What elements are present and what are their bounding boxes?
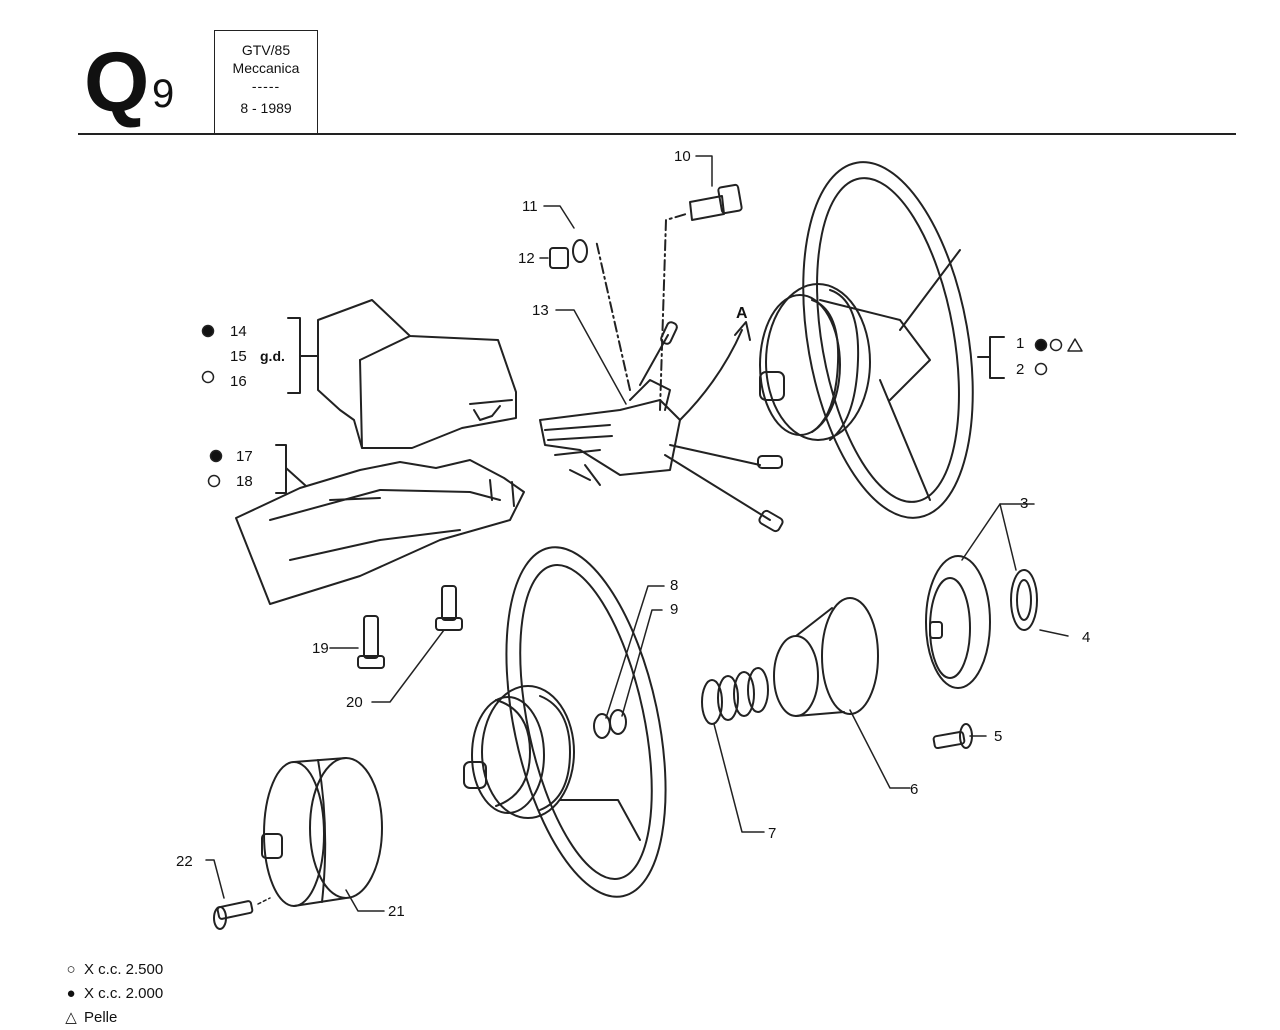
callout-19: 19 (312, 640, 329, 657)
callout-10: 10 (674, 148, 691, 165)
callout-13: 13 (532, 302, 549, 319)
steering-wheel-lower (463, 546, 667, 898)
lower-shroud (235, 459, 525, 605)
marker-open-2 (1034, 362, 1048, 376)
washer-11 (572, 239, 588, 263)
model-label: GTV/85 (241, 42, 291, 58)
legend-text: X c.c. 2.000 (84, 985, 164, 1002)
arrow-a-head (734, 321, 751, 341)
legend-row: △ Pelle (64, 1006, 163, 1030)
spring-7 (701, 667, 769, 725)
callout-gd: g.d. (260, 348, 285, 364)
steering-wheel-upper (759, 161, 974, 519)
section-number: 9 (152, 72, 175, 116)
hub-21 (261, 757, 383, 907)
header-rule (78, 133, 1236, 135)
screw-20 (435, 585, 463, 631)
filled-circle-icon: ● (66, 985, 76, 1002)
callout-14: 14 (230, 323, 247, 340)
callout-4: 4 (1082, 629, 1090, 646)
triangle-icon: △ (65, 1009, 77, 1026)
dash-11-12 (595, 239, 631, 391)
legend: ○ X c.c. 2.500 ● X c.c. 2.000 △ Pelle (64, 958, 163, 1030)
marker-open-16 (201, 370, 215, 384)
callout-22: 22 (176, 853, 193, 870)
marker-filled-1 (1034, 338, 1048, 352)
callout-17: 17 (236, 448, 253, 465)
screw-22 (213, 900, 254, 930)
marker-triangle-1 (1067, 338, 1083, 352)
group-label: Meccanica (232, 60, 300, 76)
horn-cover-3 (925, 555, 991, 689)
nut-12 (549, 247, 569, 269)
section-letter: Q (84, 35, 150, 129)
open-circle-icon: ○ (66, 961, 76, 978)
info-separator: ----- (251, 78, 281, 94)
marker-filled-14 (201, 324, 215, 338)
legend-row: ● X c.c. 2.000 (64, 982, 163, 1006)
leader-17-18 (285, 467, 307, 487)
bracket-17-18 (275, 444, 287, 494)
callout-12: 12 (518, 250, 535, 267)
bolt-10 (689, 183, 743, 221)
arrow-a-line (679, 329, 743, 421)
callout-16: 16 (230, 373, 247, 390)
callout-18: 18 (236, 473, 253, 490)
callout-8: 8 (670, 577, 678, 594)
legend-text: Pelle (84, 1009, 118, 1026)
callout-labels: 1 2 3 4 5 6 7 8 9 10 11 12 13 14 15 16 1… (176, 148, 1090, 920)
combination-switch (539, 321, 784, 533)
screw-19 (357, 615, 385, 669)
callout-21: 21 (388, 903, 405, 920)
callout-20: 20 (346, 694, 363, 711)
variant-markers (201, 324, 1083, 488)
marker-open-1 (1049, 338, 1063, 352)
callout-9: 9 (670, 601, 678, 618)
callout-6: 6 (910, 781, 918, 798)
bushing-6 (773, 597, 879, 717)
bracket-14-16 (287, 317, 301, 394)
callout-3: 3 (1020, 495, 1028, 512)
date-label: 8 - 1989 (240, 100, 292, 116)
marker-open-18 (207, 474, 221, 488)
legend-text: X c.c. 2.500 (84, 961, 164, 978)
marker-filled-17 (209, 449, 223, 463)
callout-arrow-a: A (736, 305, 748, 322)
callout-15: 15 (230, 348, 247, 365)
screw-5 (932, 723, 973, 750)
callout-7: 7 (768, 825, 776, 842)
ring-4 (1010, 569, 1038, 631)
info-box: GTV/85 Meccanica ----- 8 - 1989 (214, 30, 318, 135)
callout-2: 2 (1016, 361, 1024, 378)
leader-lines (205, 155, 1069, 912)
legend-row: ○ X c.c. 2.500 (64, 958, 163, 982)
dash-10 (659, 213, 687, 411)
callout-5: 5 (994, 728, 1002, 745)
callout-11: 11 (522, 198, 538, 215)
upper-shroud (317, 299, 517, 449)
bracket-1-2 (989, 336, 1005, 379)
callout-1: 1 (1016, 335, 1024, 352)
